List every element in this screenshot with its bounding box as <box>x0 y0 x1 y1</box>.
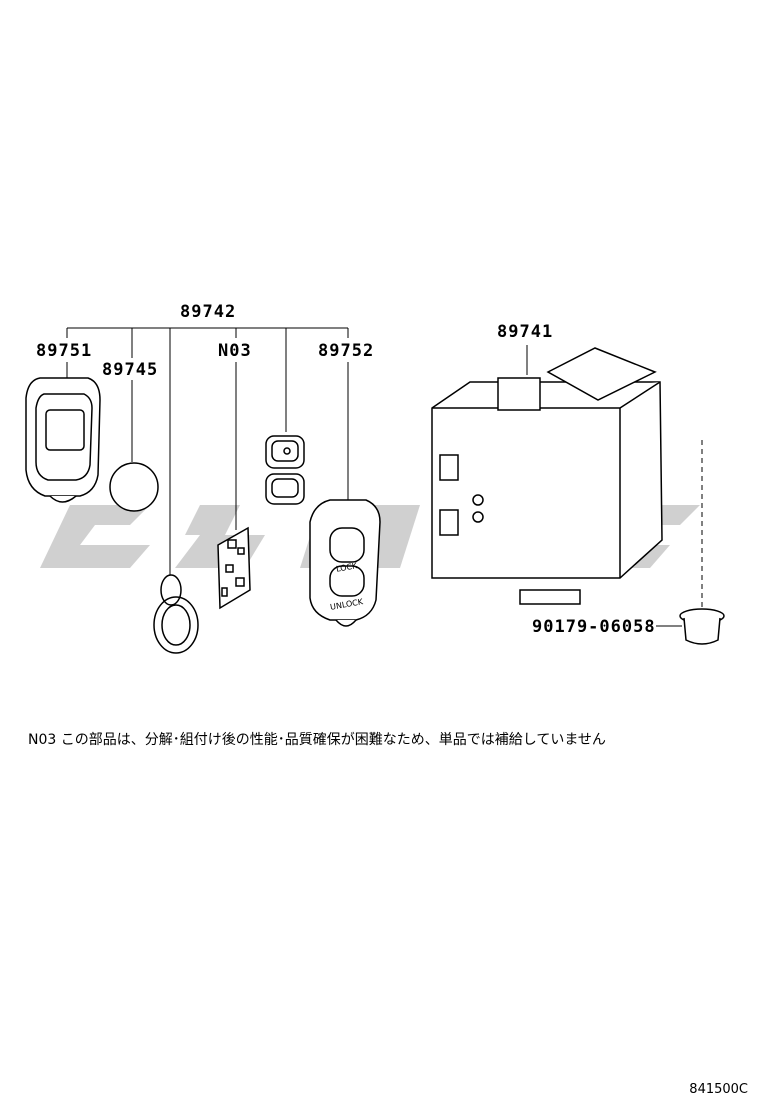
label-89741: 89741 <box>497 322 554 342</box>
label-89752: 89752 <box>318 341 375 361</box>
label-n03: N03 <box>218 341 252 361</box>
label-90179-06058: 90179-06058 <box>532 617 656 637</box>
rubber-buttons <box>265 435 305 505</box>
footnote: N03 この部品は、分解･組付け後の性能･品質確保が困難なため、単品では補給して… <box>28 732 606 748</box>
illustration-code: 841500C <box>689 1082 748 1097</box>
clip-part <box>679 608 725 645</box>
label-89742: 89742 <box>180 302 237 322</box>
battery <box>109 462 159 512</box>
label-89751: 89751 <box>36 341 93 361</box>
circuit-board <box>217 526 251 610</box>
key-ring <box>153 574 199 654</box>
label-89745: 89745 <box>102 360 159 380</box>
key-case-rear <box>309 499 381 627</box>
leader-lines <box>66 327 703 627</box>
key-case-front <box>25 377 101 503</box>
receiver-unit <box>431 347 663 605</box>
